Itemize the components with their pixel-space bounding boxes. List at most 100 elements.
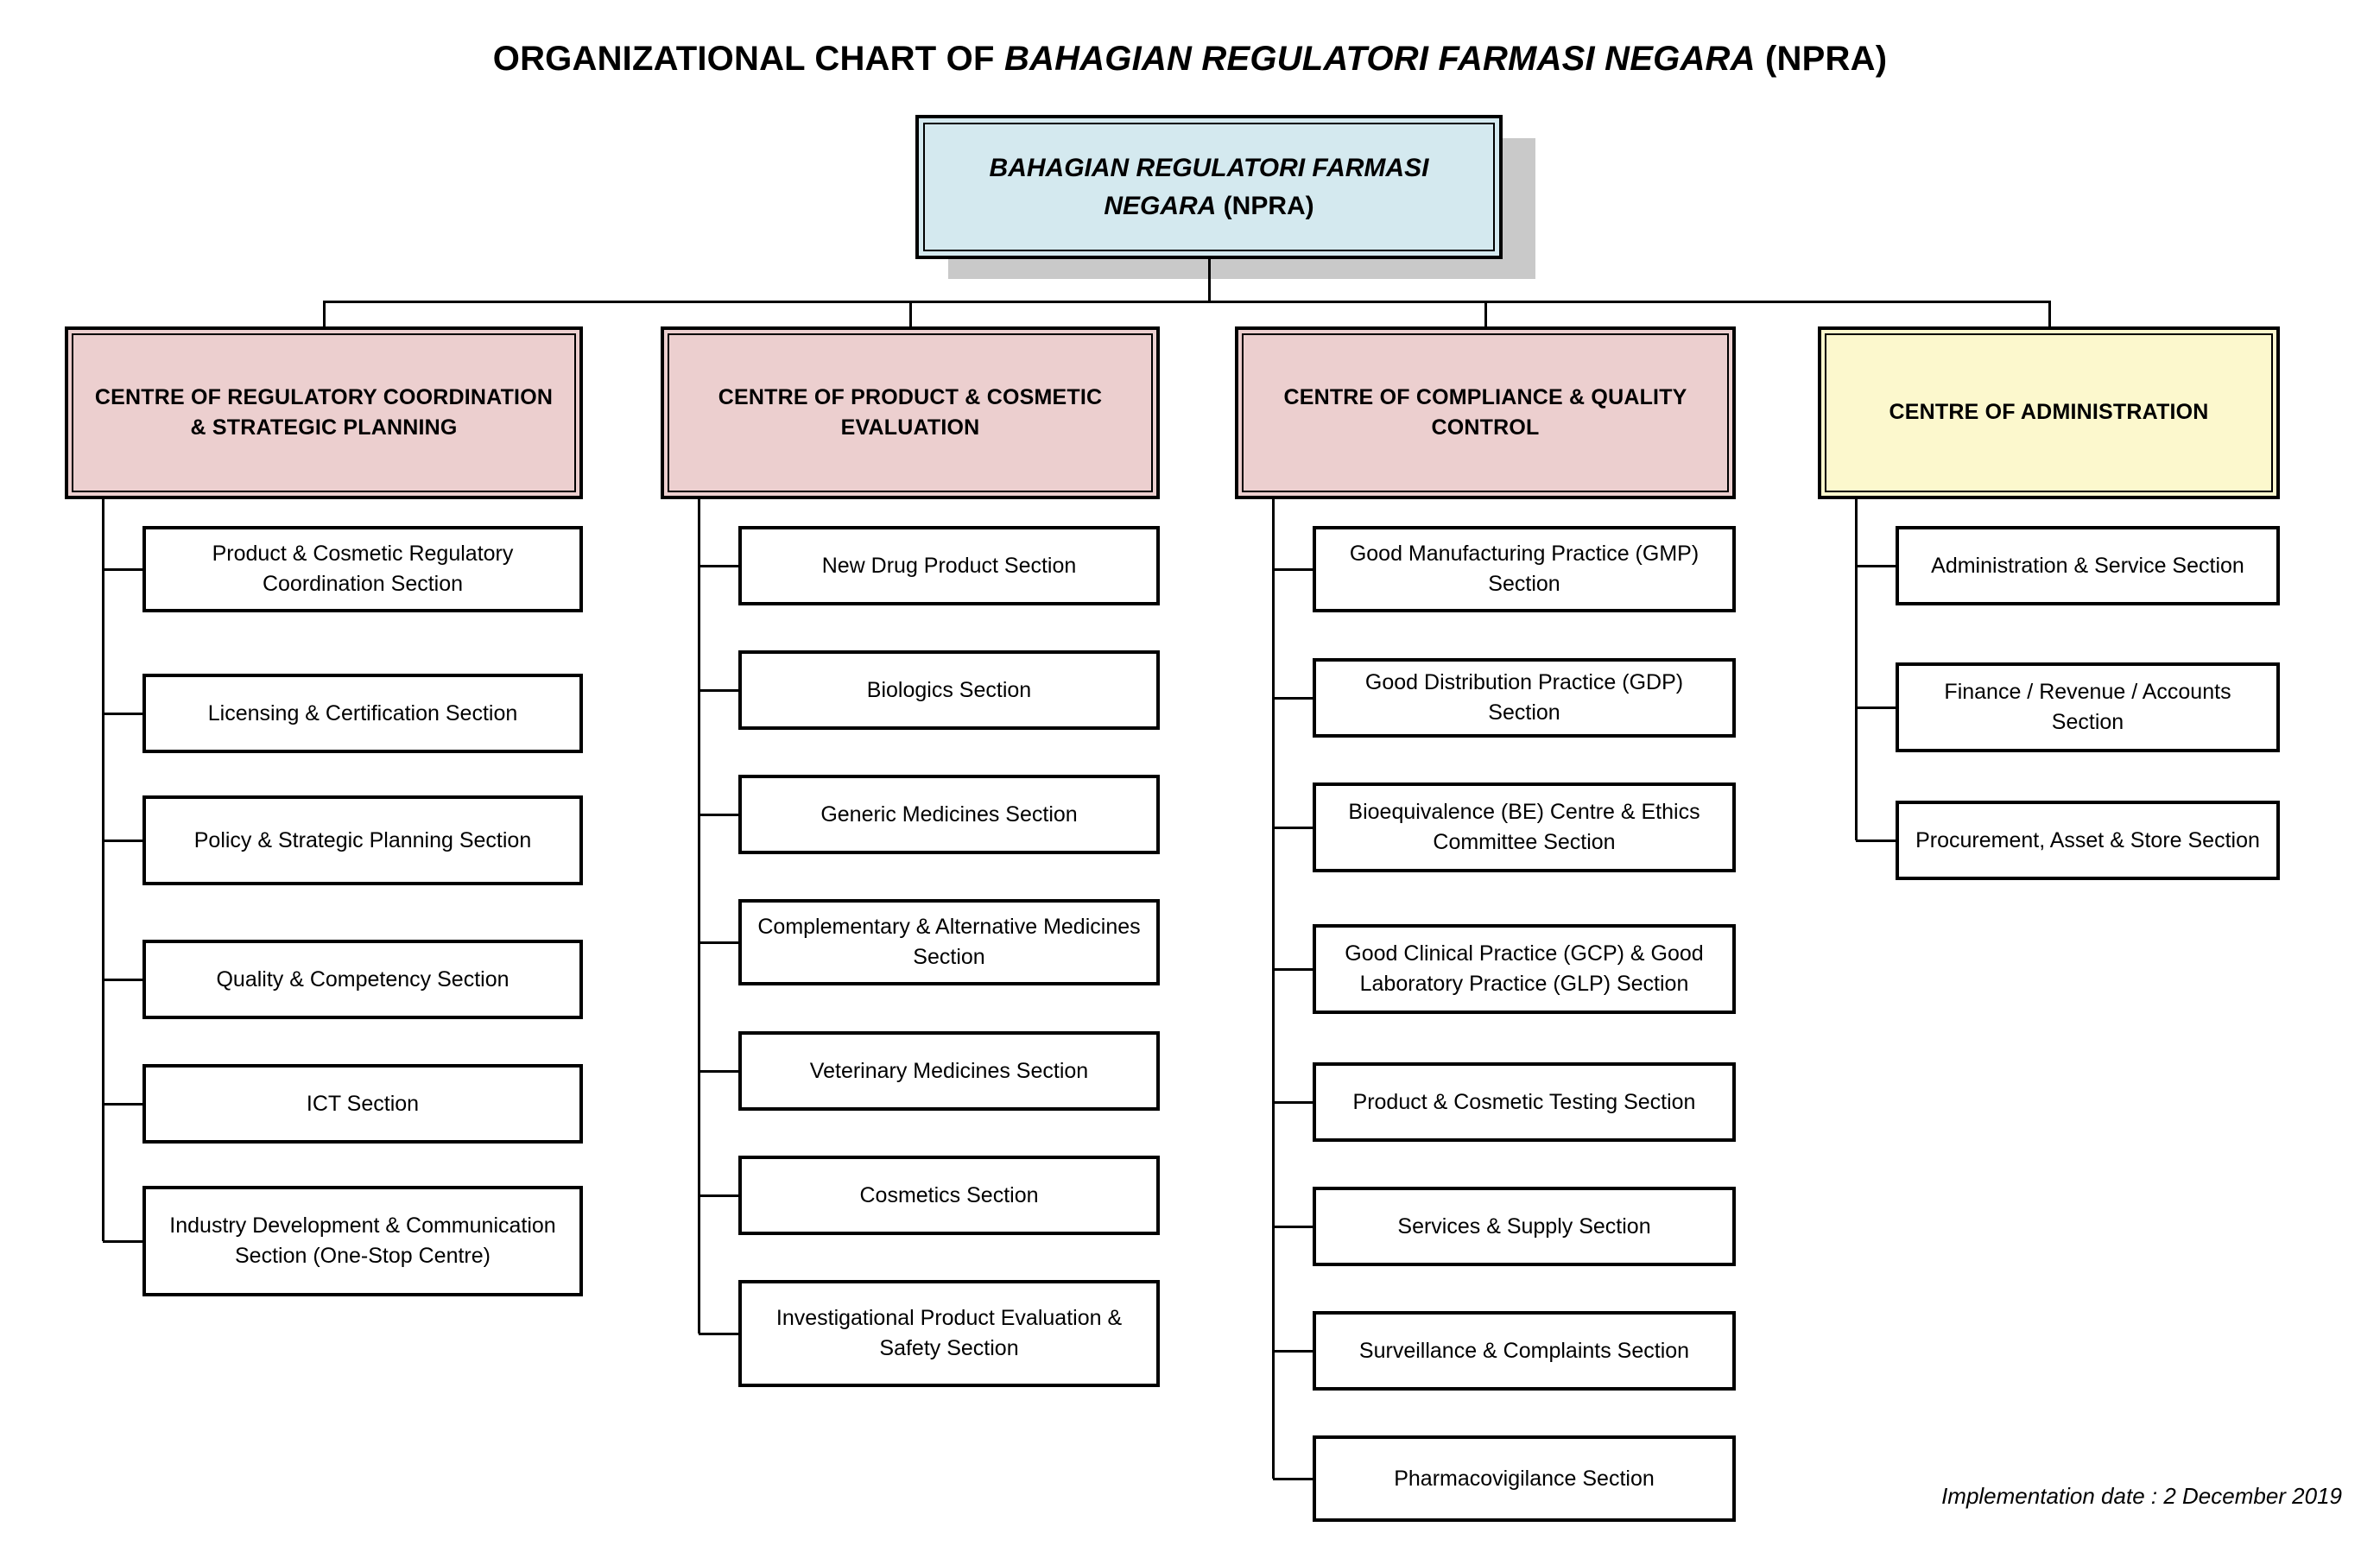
leaf-box-1-6[interactable]: Industry Development & Communication Sec… [142, 1186, 583, 1296]
leaf-stub-line-1-5 [103, 1103, 142, 1106]
centre-box-label-1: CENTRE OF REGULATORY COORDINATION & STRA… [94, 384, 554, 440]
root-node-bahagian-regulatori-farmasi-negara[interactable]: BAHAGIAN REGULATORI FARMASI NEGARA (NPRA… [915, 115, 1503, 259]
title-emphasis: BAHAGIAN REGULATORI FARMASI NEGARA [1003, 40, 1756, 78]
leaf-stub-line-2-4 [699, 941, 738, 944]
leaf-trunk-line-3 [1272, 499, 1275, 1479]
leaf-box-3-5[interactable]: Product & Cosmetic Testing Section [1313, 1062, 1736, 1142]
leaf-box-label-2-5: Veterinary Medicines Section [809, 1058, 1089, 1083]
leaf-box-3-3[interactable]: Bioequivalence (BE) Centre & Ethics Comm… [1313, 782, 1736, 872]
centre-box-4[interactable]: CENTRE OF ADMINISTRATION [1818, 326, 2280, 499]
leaf-stub-line-1-2 [103, 713, 142, 715]
leaf-box-1-3[interactable]: Policy & Strategic Planning Section [142, 795, 583, 885]
page-title: ORGANIZATIONAL CHART OF BAHAGIAN REGULAT… [0, 40, 2380, 79]
leaf-box-3-6[interactable]: Services & Supply Section [1313, 1187, 1736, 1266]
centre-bus-line [323, 301, 2051, 303]
leaf-box-label-3-7: Surveillance & Complaints Section [1358, 1338, 1690, 1363]
leaf-stub-line-1-1 [103, 568, 142, 571]
leaf-box-label-3-5: Product & Cosmetic Testing Section [1352, 1089, 1696, 1114]
leaf-box-label-3-3: Bioequivalence (BE) Centre & Ethics Comm… [1348, 800, 1700, 854]
leaf-box-2-2[interactable]: Biologics Section [738, 650, 1160, 730]
root-node-label-line2-emphasis: NEGARA [1104, 191, 1217, 220]
centre-drop-line-4 [2048, 301, 2051, 326]
leaf-box-label-1-6: Industry Development & Communication Sec… [169, 1213, 556, 1268]
leaf-stub-line-2-7 [699, 1333, 738, 1335]
leaf-box-label-1-1: Product & Cosmetic Regulatory Coordinati… [212, 542, 514, 596]
leaf-box-4-1[interactable]: Administration & Service Section [1896, 526, 2280, 605]
centre-box-inner-border-3: CENTRE OF COMPLIANCE & QUALITY CONTROL [1242, 333, 1729, 492]
leaf-stub-line-2-6 [699, 1194, 738, 1197]
leaf-box-1-4[interactable]: Quality & Competency Section [142, 940, 583, 1019]
root-node-label: BAHAGIAN REGULATORI FARMASI NEGARA (NPRA… [971, 149, 1448, 225]
centre-drop-line-2 [909, 301, 912, 326]
centre-box-label-4: CENTRE OF ADMINISTRATION [1889, 400, 2209, 425]
leaf-stub-line-3-2 [1273, 697, 1313, 700]
root-stem-line [1208, 259, 1211, 301]
leaf-box-3-1[interactable]: Good Manufacturing Practice (GMP) Sectio… [1313, 526, 1736, 612]
leaf-box-label-4-1: Administration & Service Section [1931, 553, 2244, 578]
leaf-stub-line-2-5 [699, 1070, 738, 1073]
leaf-box-1-5[interactable]: ICT Section [142, 1064, 583, 1144]
leaf-stub-line-1-4 [103, 979, 142, 981]
leaf-stub-line-2-3 [699, 814, 738, 816]
leaf-box-label-2-4: Complementary & Alternative Medicines Se… [757, 915, 1141, 969]
leaf-box-label-2-3: Generic Medicines Section [820, 802, 1078, 827]
centre-drop-line-3 [1484, 301, 1487, 326]
leaf-box-label-1-3: Policy & Strategic Planning Section [193, 827, 532, 852]
centre-box-1[interactable]: CENTRE OF REGULATORY COORDINATION & STRA… [65, 326, 583, 499]
leaf-stub-line-2-2 [699, 689, 738, 692]
root-node-inner-border: BAHAGIAN REGULATORI FARMASI NEGARA (NPRA… [923, 123, 1495, 251]
leaf-box-1-1[interactable]: Product & Cosmetic Regulatory Coordinati… [142, 526, 583, 612]
leaf-box-2-1[interactable]: New Drug Product Section [738, 526, 1160, 605]
leaf-box-label-3-1: Good Manufacturing Practice (GMP) Sectio… [1349, 542, 1700, 596]
leaf-box-2-6[interactable]: Cosmetics Section [738, 1156, 1160, 1235]
implementation-date: Implementation date : 2 December 2019 [1941, 1483, 2342, 1509]
leaf-stub-line-3-3 [1273, 827, 1313, 829]
leaf-stub-line-1-3 [103, 840, 142, 842]
centre-drop-line-1 [323, 301, 326, 326]
centre-box-2[interactable]: CENTRE OF PRODUCT & COSMETIC EVALUATION [661, 326, 1160, 499]
leaf-box-label-2-6: Cosmetics Section [859, 1182, 1039, 1207]
leaf-box-1-2[interactable]: Licensing & Certification Section [142, 674, 583, 753]
leaf-stub-line-4-1 [1856, 565, 1896, 567]
leaf-box-label-4-3: Procurement, Asset & Store Section [1915, 827, 2260, 852]
leaf-box-3-2[interactable]: Good Distribution Practice (GDP) Section [1313, 658, 1736, 738]
leaf-trunk-line-2 [698, 499, 700, 1334]
leaf-box-2-3[interactable]: Generic Medicines Section [738, 775, 1160, 854]
leaf-stub-line-3-5 [1273, 1101, 1313, 1104]
leaf-box-label-4-2: Finance / Revenue / Accounts Section [1944, 680, 2231, 734]
leaf-box-2-4[interactable]: Complementary & Alternative Medicines Se… [738, 899, 1160, 985]
leaf-box-label-3-2: Good Distribution Practice (GDP) Section [1364, 670, 1684, 725]
leaf-stub-line-3-4 [1273, 968, 1313, 971]
leaf-box-4-3[interactable]: Procurement, Asset & Store Section [1896, 801, 2280, 880]
leaf-stub-line-3-8 [1273, 1478, 1313, 1480]
leaf-stub-line-4-2 [1856, 706, 1896, 709]
centre-box-label-2: CENTRE OF PRODUCT & COSMETIC EVALUATION [718, 384, 1103, 440]
leaf-stub-line-1-6 [103, 1240, 142, 1243]
title-suffix: (NPRA) [1755, 40, 1888, 78]
root-node-label-line1: BAHAGIAN REGULATORI FARMASI [989, 154, 1429, 182]
leaf-stub-line-3-6 [1273, 1226, 1313, 1228]
leaf-box-4-2[interactable]: Finance / Revenue / Accounts Section [1896, 662, 2280, 752]
leaf-box-3-4[interactable]: Good Clinical Practice (GCP) & Good Labo… [1313, 924, 1736, 1014]
leaf-box-label-3-4: Good Clinical Practice (GCP) & Good Labo… [1345, 941, 1704, 996]
leaf-stub-line-2-1 [699, 565, 738, 567]
leaf-box-label-3-6: Services & Supply Section [1397, 1213, 1651, 1239]
centre-box-3[interactable]: CENTRE OF COMPLIANCE & QUALITY CONTROL [1235, 326, 1736, 499]
leaf-box-label-3-8: Pharmacovigilance Section [1394, 1466, 1655, 1491]
leaf-box-3-8[interactable]: Pharmacovigilance Section [1313, 1435, 1736, 1522]
leaf-box-label-2-1: New Drug Product Section [821, 553, 1077, 578]
leaf-box-2-7[interactable]: Investigational Product Evaluation & Saf… [738, 1280, 1160, 1387]
leaf-box-label-1-5: ICT Section [306, 1091, 420, 1116]
leaf-stub-line-4-3 [1856, 840, 1896, 842]
title-prefix: ORGANIZATIONAL CHART OF [492, 40, 1004, 78]
centre-box-inner-border-1: CENTRE OF REGULATORY COORDINATION & STRA… [72, 333, 576, 492]
leaf-stub-line-3-1 [1273, 568, 1313, 571]
root-node-label-line2-suffix: (NPRA) [1216, 191, 1314, 220]
centre-box-inner-border-4: CENTRE OF ADMINISTRATION [1825, 333, 2273, 492]
leaf-box-label-2-7: Investigational Product Evaluation & Saf… [775, 1306, 1123, 1360]
leaf-box-label-1-4: Quality & Competency Section [216, 966, 510, 992]
leaf-trunk-line-1 [102, 499, 104, 1241]
leaf-box-3-7[interactable]: Surveillance & Complaints Section [1313, 1311, 1736, 1391]
leaf-box-2-5[interactable]: Veterinary Medicines Section [738, 1031, 1160, 1111]
